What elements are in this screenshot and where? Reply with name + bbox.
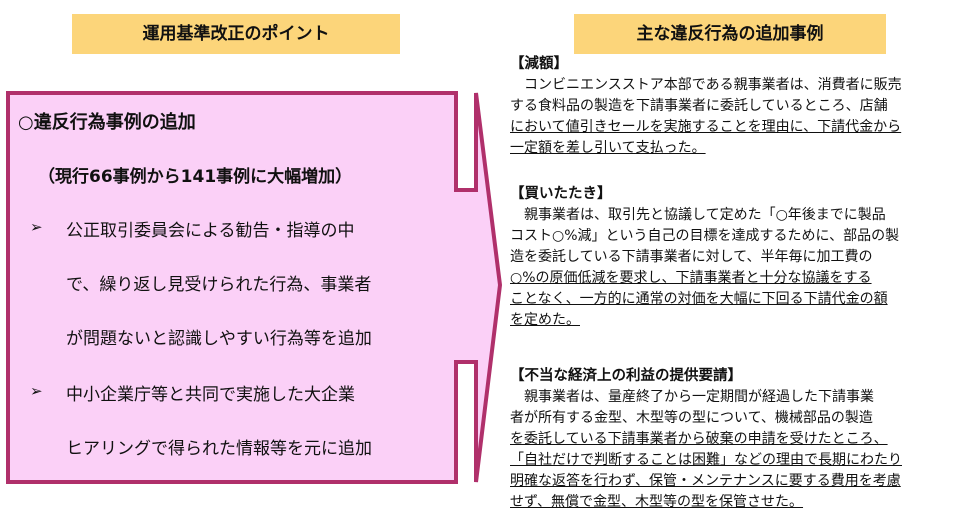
section-line: 親事業者は、量産終了から一定期間が経過した下請事業 [510, 389, 874, 405]
left-header: 運用基準改正のポイント [72, 14, 400, 54]
section-line: を定めた。 [510, 312, 580, 328]
section-line: コスト○%減」という自己の目標を達成するために、部品の製 [510, 228, 900, 244]
section-line: せず、無償で金型、木型等の型を保管させた。 [510, 494, 804, 510]
section-line: コンビニエンスストア本部である親事業者は、消費者に販売 [510, 77, 902, 93]
section-line: 明確な返答を行わず、保管・メンテナンスに要する費用を考慮 [510, 473, 901, 489]
section-line: 造を委託している下請事業者に対して、半年毎に加工費の [510, 249, 873, 265]
section-line: 一定額を差し引いて支払った。 [510, 140, 706, 156]
section-title: 【不当な経済上の利益の提供要請】 [510, 368, 742, 384]
section-line: ○%の原価低減を要求し、下請事業者と十分な協議をする [510, 270, 872, 286]
right-header: 主な違反行為の追加事例 [574, 14, 886, 54]
bullet-glyph: ➢ [30, 382, 43, 400]
left-title: ○違反行為事例の追加 [18, 112, 196, 133]
bullet-2-line-2: ヒアリングで得られた情報等を元に追加 [66, 439, 372, 459]
section-title: 【減額】 [510, 56, 568, 72]
section-line: において値引きセールを実施することを理由に、下請代金から [510, 119, 902, 135]
section-line: ことなく、一方的に通常の対価を大幅に下回る下請代金の額 [510, 291, 888, 307]
section-line: 者が所有する金型、木型等の型について、機械部品の製造 [510, 410, 873, 426]
section-line: 「自社だけで判断することは困難」などの理由で長期にわたり [510, 452, 902, 468]
section-kaitataki: 【買いたたき】 親事業者は、取引先と協議して定めた「○年後までに製品 コスト○%… [510, 184, 960, 331]
section-line: を委託している下請事業者から破棄の申請を受けたところ、 [510, 431, 888, 447]
section-title: 【買いたたき】 [510, 186, 612, 202]
left-subtitle: （現行66事例から141事例に大幅増加） [38, 167, 353, 187]
section-genngaku: 【減額】 コンビニエンスストア本部である親事業者は、消費者に販売 する食料品の製… [510, 54, 960, 159]
section-line: 親事業者は、取引先と協議して定めた「○年後までに製品 [510, 207, 886, 223]
section-line: する食料品の製造を下請事業者に委託しているところ、店舗 [510, 98, 888, 114]
arrow-shape [6, 91, 503, 484]
bullet-1-line-2: で、繰り返し見受けられた行為、事業者 [66, 275, 372, 295]
bullet-glyph: ➢ [30, 218, 43, 236]
section-futou: 【不当な経済上の利益の提供要請】 親事業者は、量産終了から一定期間が経過した下請… [510, 366, 960, 513]
bullet-1-line-1: 公正取引委員会による勧告・指導の中 [66, 221, 355, 241]
bullet-1-line-3: が問題ないと認識しやすい行為等を追加 [66, 329, 372, 349]
bullet-2-line-1: 中小企業庁等と共同で実施した大企業 [66, 385, 355, 405]
